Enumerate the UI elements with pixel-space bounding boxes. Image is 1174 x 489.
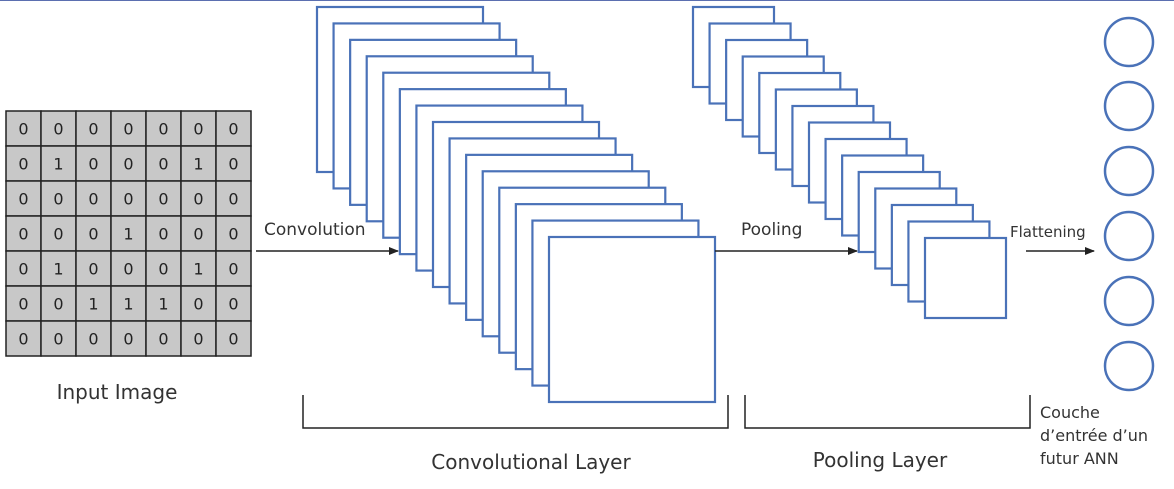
grid-cell-value: 0	[88, 330, 98, 349]
grid-cell-value: 0	[88, 260, 98, 279]
grid-cell	[215, 145, 252, 182]
grid-cell	[145, 180, 182, 217]
neuron	[1103, 210, 1155, 262]
grid-cell-value: 0	[18, 120, 28, 139]
grid-cell-value: 0	[228, 190, 238, 209]
grid-cell-value: 0	[18, 190, 28, 209]
grid-cell-value: 0	[123, 120, 133, 139]
grid-cell-value: 0	[18, 155, 28, 174]
neuron	[1103, 275, 1155, 327]
pooling-label: Pooling	[741, 220, 802, 240]
neuron	[1103, 16, 1155, 68]
neuron	[1103, 340, 1155, 392]
grid-cell-value: 0	[228, 295, 238, 314]
grid-cell-value: 0	[18, 330, 28, 349]
grid-cell	[75, 320, 112, 357]
pooling-layer-bracket	[744, 395, 1031, 429]
grid-cell-value: 0	[193, 295, 203, 314]
grid-cell	[180, 250, 217, 287]
grid-cell-value: 0	[228, 330, 238, 349]
grid-cell-value: 0	[158, 155, 168, 174]
grid-cell-value: 0	[123, 330, 133, 349]
grid-cell	[145, 320, 182, 357]
grid-cell-value: 0	[88, 155, 98, 174]
input-image-grid: 0 0 0 0 0 0 0 0 1 0 0 0 1 0 0 0 0 0 0 0 0 0 0 0 1 0 0 0 0 1 0 0 0 1 0 0 0 1 1 1…	[5, 110, 252, 357]
grid-cell	[40, 145, 77, 182]
grid-cell	[180, 180, 217, 217]
grid-cell-value: 1	[88, 295, 98, 314]
pooling-layer-label: Pooling Layer	[813, 448, 948, 472]
grid-cell	[75, 285, 112, 322]
grid-cell-value: 1	[193, 260, 203, 279]
grid-cell-value: 0	[158, 225, 168, 244]
neuron	[1103, 80, 1155, 132]
grid-cell-value: 0	[228, 260, 238, 279]
convolutional-layer-label: Convolutional Layer	[431, 450, 631, 474]
grid-cell-value: 1	[53, 155, 63, 174]
grid-cell-value: 0	[193, 190, 203, 209]
convolutional-layer-bracket	[302, 395, 729, 429]
grid-cell-value: 0	[53, 120, 63, 139]
pooled-feature-maps	[691, 5, 1008, 320]
grid-cell	[5, 180, 42, 217]
grid-cell	[180, 145, 217, 182]
grid-cell	[40, 110, 77, 147]
grid-cell	[215, 180, 252, 217]
input-image-label: Input Image	[57, 380, 178, 404]
grid-cell-value: 0	[53, 330, 63, 349]
grid-cell-value: 1	[158, 295, 168, 314]
grid-cell-value: 0	[123, 190, 133, 209]
grid-cell-value: 0	[88, 120, 98, 139]
grid-cell	[215, 320, 252, 357]
grid-cell-value: 0	[193, 120, 203, 139]
grid-cell-value: 0	[158, 120, 168, 139]
grid-cell-value: 0	[123, 260, 133, 279]
grid-cell-value: 0	[88, 190, 98, 209]
convolution-label: Convolution	[264, 220, 366, 240]
grid-cell-value: 0	[53, 190, 63, 209]
top-border-line	[0, 0, 1174, 1]
grid-cell-value: 0	[18, 260, 28, 279]
grid-cell	[215, 215, 252, 252]
grid-cell-value: 0	[228, 225, 238, 244]
flattening-label: Flattening	[1010, 223, 1086, 241]
feature-map	[547, 235, 717, 404]
grid-cell-value: 0	[158, 190, 168, 209]
grid-cell-value: 0	[158, 330, 168, 349]
grid-cell-value: 0	[123, 155, 133, 174]
grid-cell	[110, 145, 147, 182]
grid-cell-value: 0	[53, 225, 63, 244]
grid-cell-value: 0	[88, 225, 98, 244]
grid-cell-value: 0	[193, 225, 203, 244]
ann-label-line-2: d’entrée d’un	[1040, 426, 1148, 445]
grid-cell	[5, 285, 42, 322]
grid-cell	[110, 250, 147, 287]
grid-cell-value: 0	[53, 295, 63, 314]
grid-cell-value: 1	[193, 155, 203, 174]
grid-cell-value: 0	[18, 225, 28, 244]
grid-cell	[180, 320, 217, 357]
grid-cell-value: 0	[228, 155, 238, 174]
grid-cell-value: 0	[228, 120, 238, 139]
grid-cell	[215, 250, 252, 287]
grid-cell-value: 0	[18, 295, 28, 314]
pooled-map	[923, 236, 1008, 320]
ann-label-line-3: futur ANN	[1040, 449, 1119, 468]
grid-cell-value: 1	[123, 225, 133, 244]
neuron	[1103, 145, 1155, 197]
grid-cell-value: 0	[158, 260, 168, 279]
convolutional-feature-maps	[315, 5, 717, 404]
ann-input-neurons	[1103, 16, 1155, 392]
grid-cell-value: 0	[193, 330, 203, 349]
grid-cell	[110, 180, 147, 217]
ann-label-line-1: Couche	[1040, 403, 1100, 422]
grid-cell-value: 1	[123, 295, 133, 314]
grid-cell-value: 1	[53, 260, 63, 279]
